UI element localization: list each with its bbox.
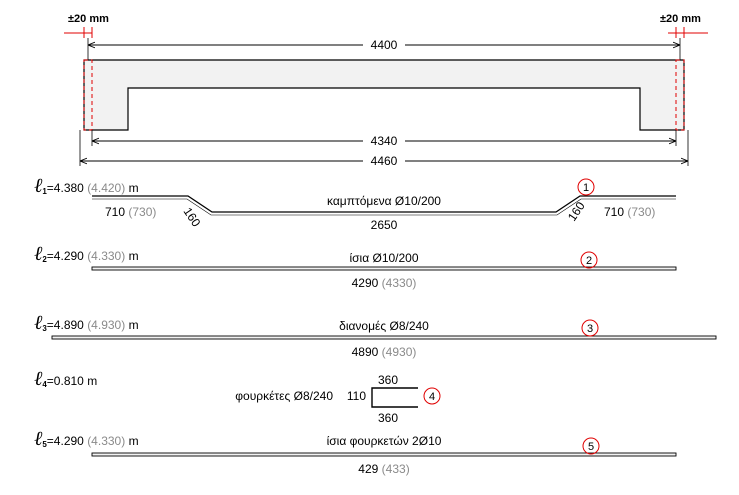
rebar-5-total-length: 429 (433)	[358, 462, 409, 476]
rebar-5-description: ίσια φουρκετών 2Ø10	[327, 434, 442, 448]
rebar-1-left-length: 710 (730)	[105, 205, 156, 219]
tolerance-left-label: ±20 mm	[68, 13, 109, 25]
rebar-5: ℓ5=4.290 (4.330) m ίσια φουρκετών 2Ø10 4…	[34, 426, 677, 476]
rebar-1-bend-right: 160	[565, 199, 588, 224]
beam-shape	[83, 59, 685, 131]
beam-elevation: ±20 mm ±20 mm 4400 4340	[64, 13, 708, 168]
rebar-2-description: ίσια Ø10/200	[349, 251, 418, 265]
rebar-5-mark-number: 5	[588, 441, 594, 453]
dimension-total-value: 4460	[371, 154, 398, 168]
rebar-1-mark-number: 1	[583, 182, 589, 194]
rebar-1-mark-circle	[577, 178, 595, 196]
rebar-4-length-label: ℓ4=0.810 m	[34, 366, 97, 390]
rebar-3: ℓ3=4.890 (4.930) m διανομές Ø8/240 4890 …	[34, 310, 717, 359]
rebar-1-description: καμπτόμενα Ø10/200	[327, 194, 441, 208]
rebar-1-bend-left: 160	[181, 205, 204, 230]
tolerance-left-marker	[64, 27, 93, 38]
tolerance-zone-right	[675, 59, 685, 131]
rebar-4-bottom-length: 360	[378, 411, 398, 425]
tolerance-right-marker	[668, 27, 708, 38]
rebar-3-length-label: ℓ3=4.890 (4.930) m	[34, 310, 139, 334]
rebar-2-mark-number: 2	[586, 255, 592, 267]
tolerance-right-label: ±20 mm	[660, 13, 701, 25]
rebar-4-side-length: 110	[347, 389, 366, 403]
rebar-1: ℓ1=4.380 (4.420) m καμπτόμενα Ø10/200 71…	[34, 173, 676, 232]
rebar-4: ℓ4=0.810 m φουρκέτες Ø8/240 360 110 360 …	[34, 366, 441, 425]
rebar-2-shape	[91, 266, 677, 271]
rebar-5-shape	[91, 452, 677, 457]
rebar-2-total-length: 4290 (4330)	[352, 276, 417, 290]
rebar-3-total-length: 4890 (4930)	[352, 345, 417, 359]
rebar-4-description: φουρκέτες Ø8/240	[235, 389, 333, 403]
rebar-2-mark-circle	[580, 251, 598, 269]
rebar-4-mark-number: 4	[429, 391, 435, 403]
rebar-2-length-label: ℓ2=4.290 (4.330) m	[34, 241, 139, 265]
rebar-3-mark-number: 3	[587, 323, 593, 335]
rebar-5-length-label: ℓ5=4.290 (4.330) m	[34, 426, 139, 450]
dimension-top-value: 4400	[371, 38, 398, 52]
tolerance-zone-left	[83, 59, 93, 131]
dimension-inner-value: 4340	[371, 134, 398, 148]
rebar-2: ℓ2=4.290 (4.330) m ίσια Ø10/200 4290 (43…	[34, 241, 677, 290]
rebar-3-shape	[51, 335, 717, 340]
rebar-4-mark-circle	[423, 387, 441, 405]
rebar-5-mark-circle	[582, 437, 600, 455]
rebar-3-description: διανομές Ø8/240	[339, 319, 429, 333]
rebar-1-shape	[92, 195, 676, 213]
rebar-1-middle-length: 2650	[371, 218, 398, 232]
rebar-4-shape	[371, 387, 418, 408]
rebar-4-top-length: 360	[378, 373, 398, 387]
rebar-3-mark-circle	[581, 319, 599, 337]
rebar-1-length-label: ℓ1=4.380 (4.420) m	[34, 173, 139, 197]
rebar-1-right-length: 710 (730)	[604, 205, 655, 219]
